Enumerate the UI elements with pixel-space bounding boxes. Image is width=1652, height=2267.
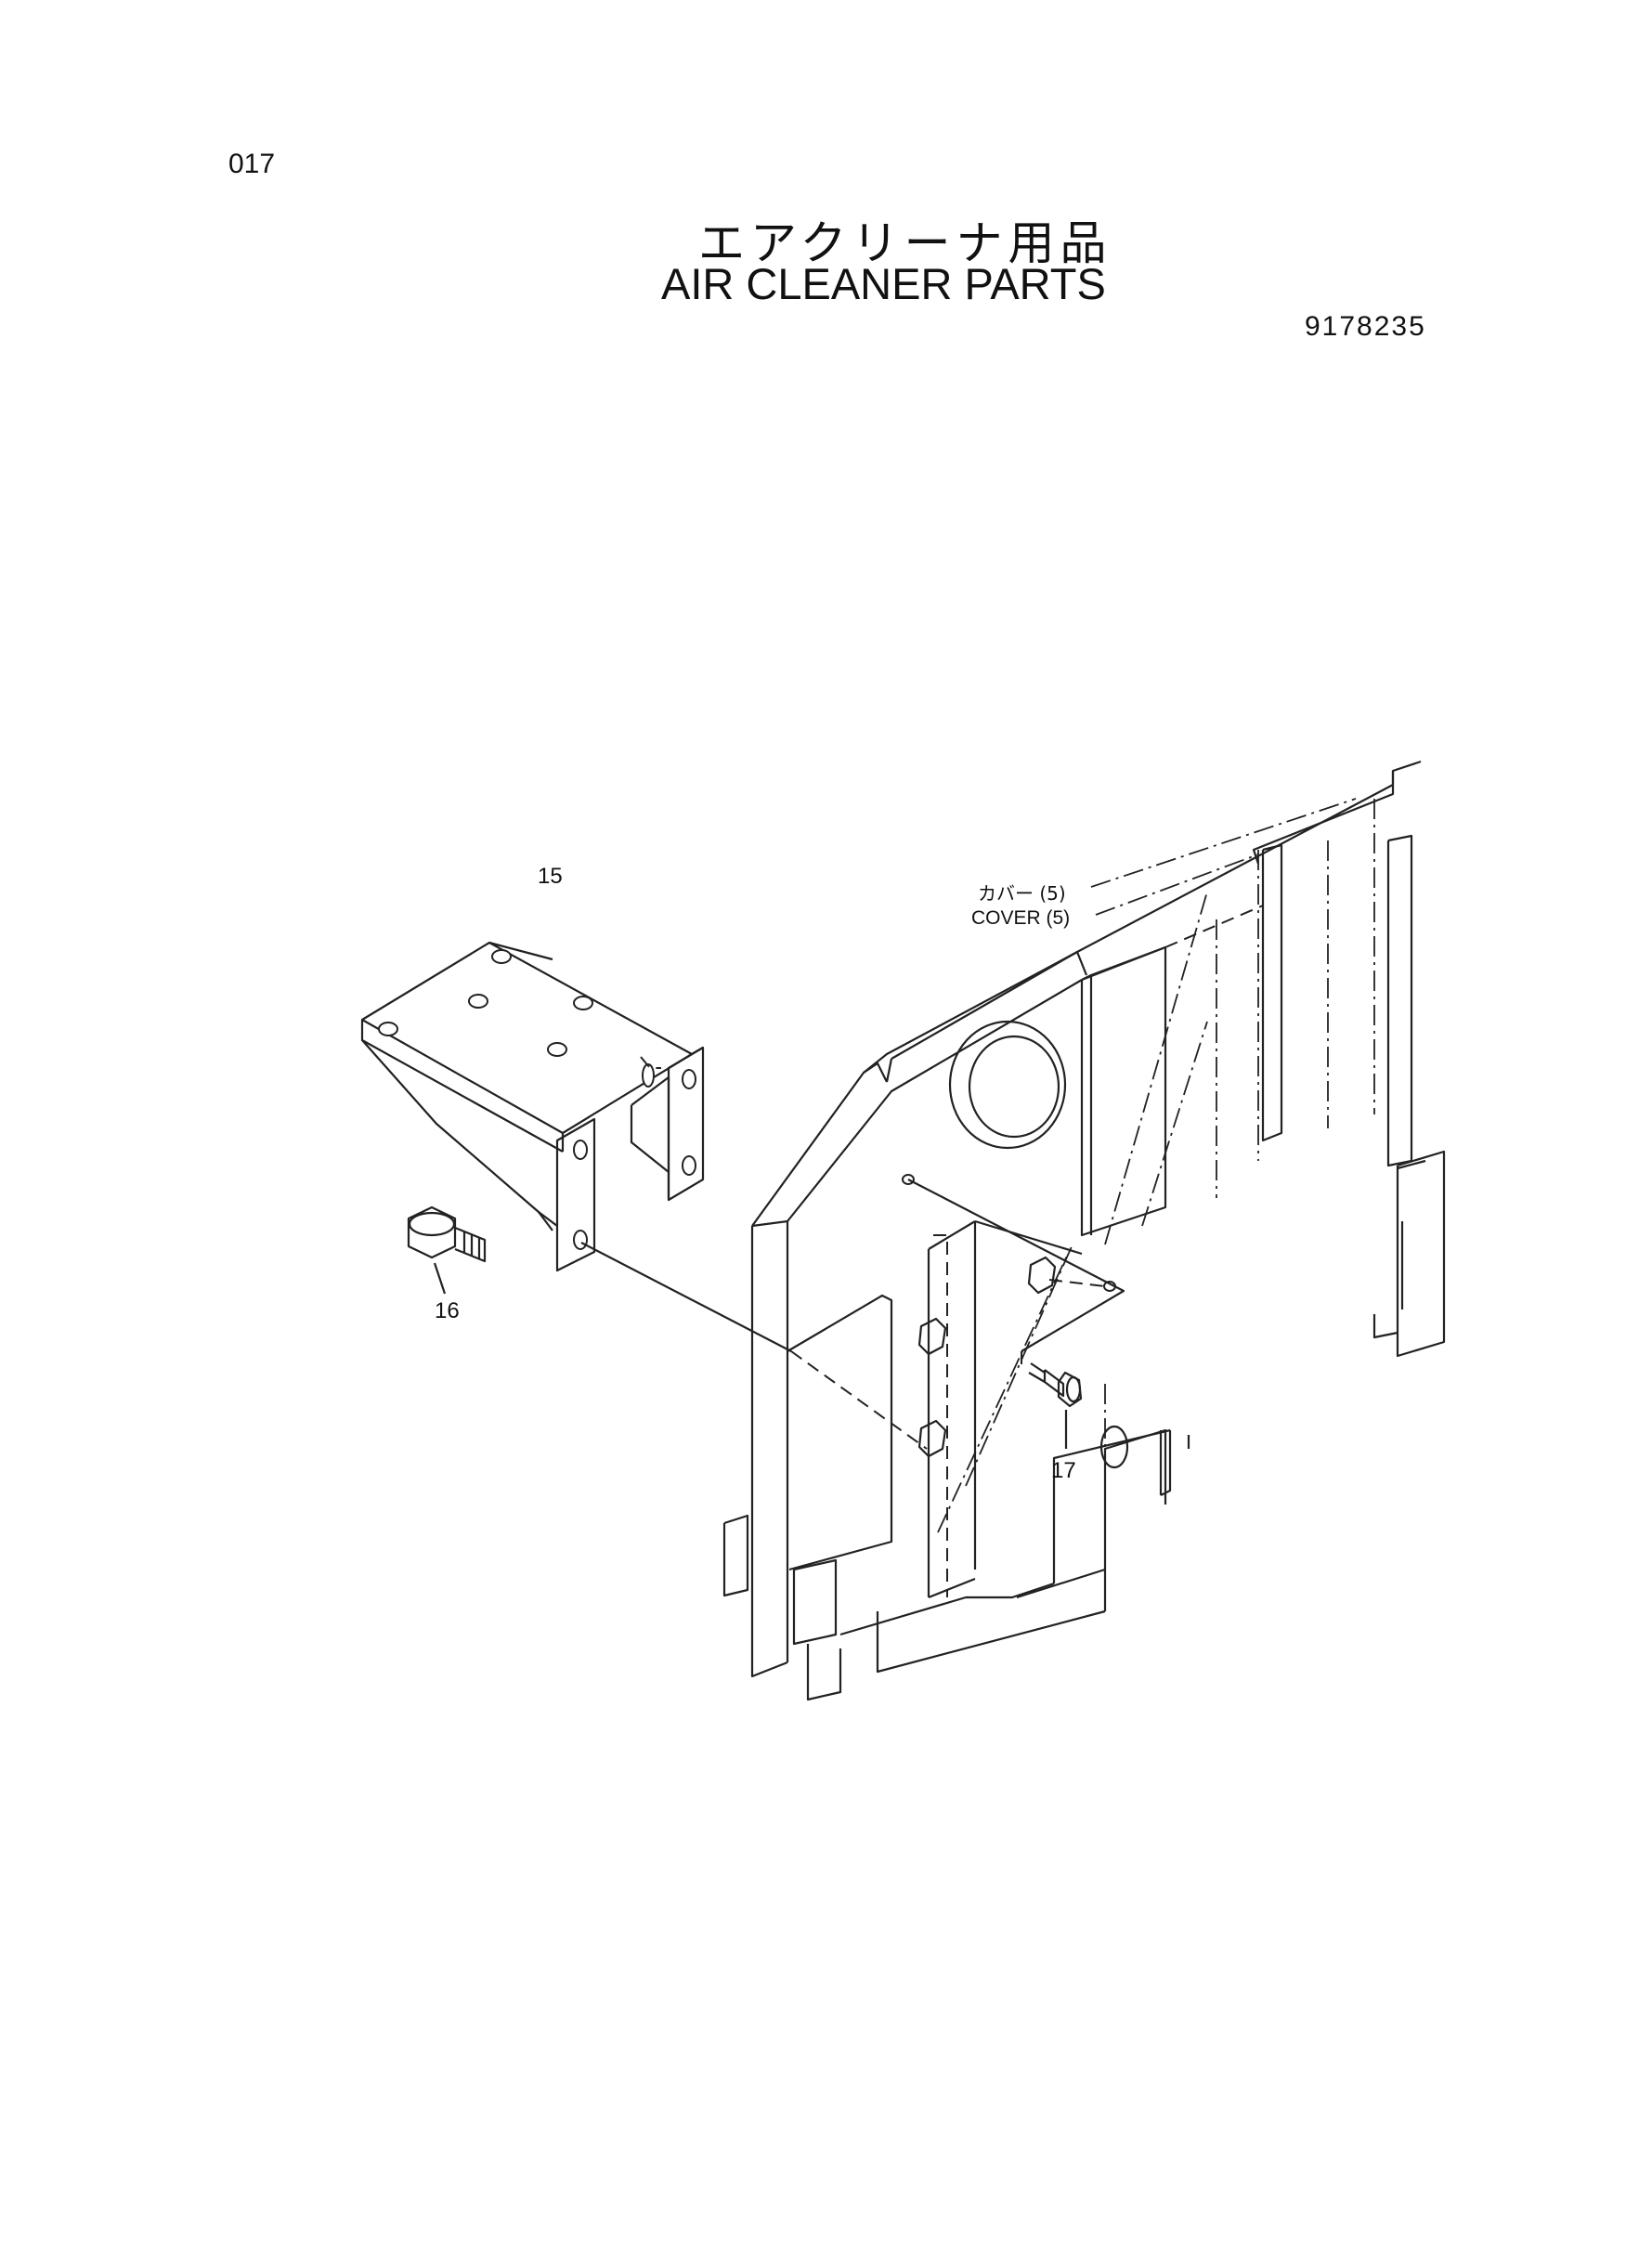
callout-part-16: 16 xyxy=(435,1298,460,1323)
bolt-part-16 xyxy=(407,1205,487,1295)
page-title: AIR CLEANER PARTS xyxy=(661,259,1106,308)
drawing-number: 9178235 xyxy=(1305,311,1426,342)
page-number: 017 xyxy=(228,149,276,179)
frame-assembly xyxy=(722,760,1446,1701)
callout-cover-japanese: カバー (5) xyxy=(978,882,1066,905)
bracket-part-15 xyxy=(360,941,705,1272)
callout-cover: COVER (5) xyxy=(971,907,1071,929)
callout-part-15: 15 xyxy=(538,864,563,889)
page-title-japanese: エアクリーナ用品 xyxy=(698,216,1112,270)
callout-part-17: 17 xyxy=(1051,1458,1076,1483)
bolt-part-17 xyxy=(1028,1362,1083,1449)
assembly-guide-lines xyxy=(580,798,1357,1450)
